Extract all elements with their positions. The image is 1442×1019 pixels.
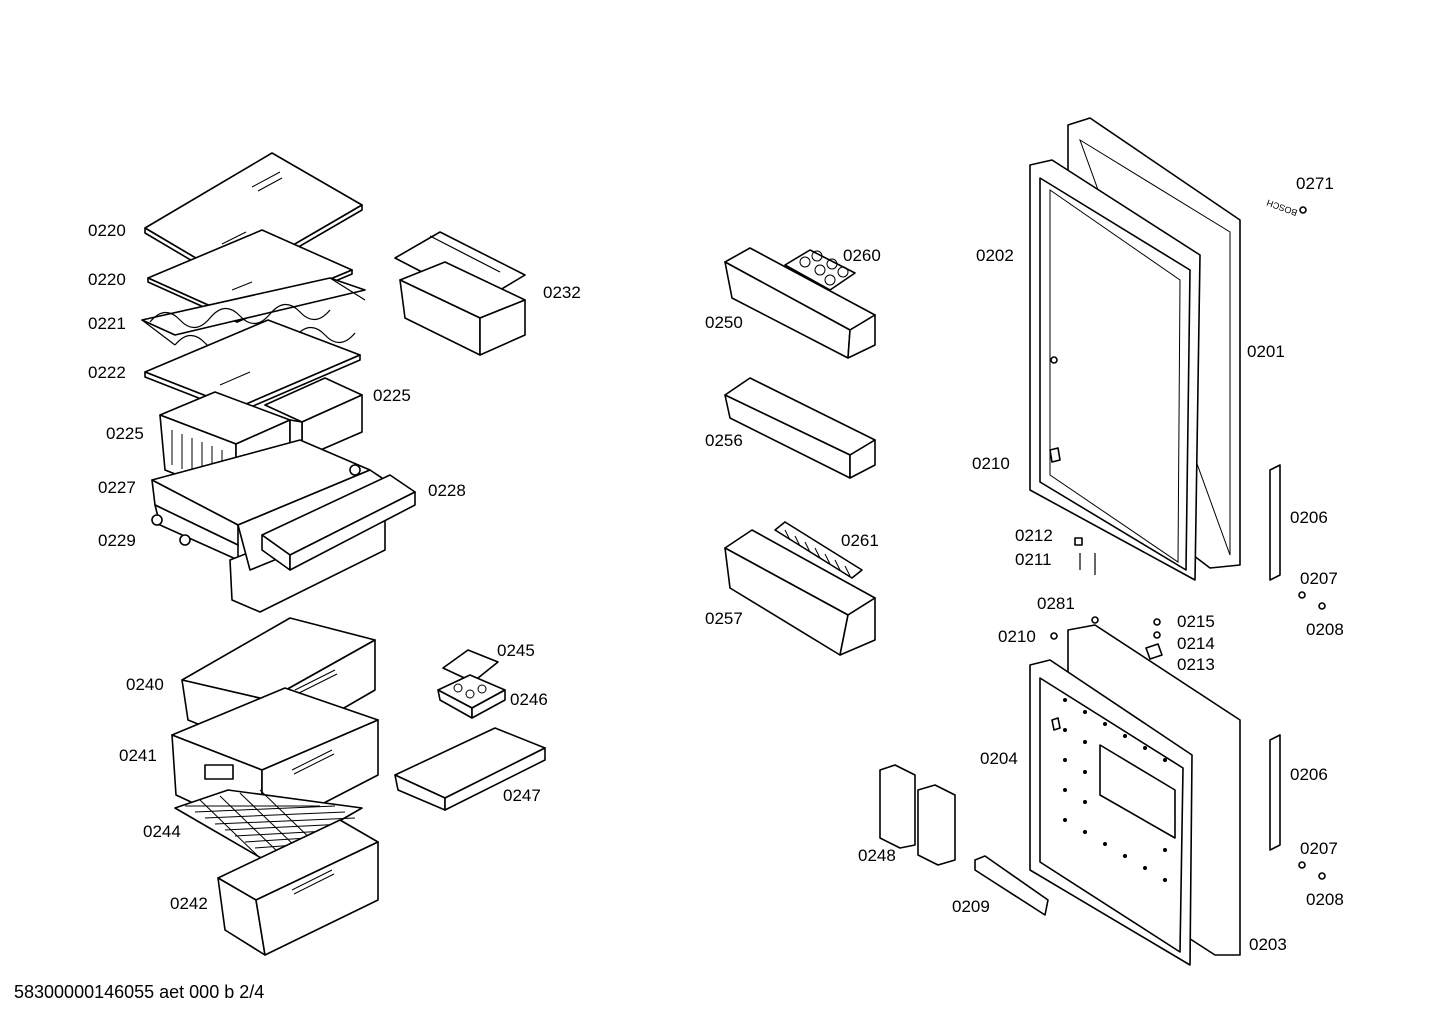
part-label-0260: 0260 xyxy=(843,246,881,265)
part-label-0207: 0207 xyxy=(1300,839,1338,858)
cold-packs-0248 xyxy=(879,764,956,866)
part-label-0257: 0257 xyxy=(705,609,743,628)
part-label-0241: 0241 xyxy=(119,746,157,765)
part-label-0261: 0261 xyxy=(841,531,879,550)
bosch-emblem-0271: BOSCH xyxy=(1265,198,1307,218)
part-label-0281: 0281 xyxy=(1037,594,1075,613)
part-label-0256: 0256 xyxy=(705,431,743,450)
bottle-holder-0261 xyxy=(774,521,863,579)
part-label-0240: 0240 xyxy=(126,675,164,694)
part-label-0210: 0210 xyxy=(972,454,1010,473)
part-label-0220: 0220 xyxy=(88,270,126,289)
part-label-0210: 0210 xyxy=(998,627,1036,646)
part-label-0214: 0214 xyxy=(1177,634,1215,653)
part-label-0207: 0207 xyxy=(1300,569,1338,588)
part-label-0208: 0208 xyxy=(1306,620,1344,639)
door-seal-0202 xyxy=(1029,159,1201,581)
part-label-0232: 0232 xyxy=(543,283,581,302)
part-label-0201: 0201 xyxy=(1247,342,1285,361)
part-label-0209: 0209 xyxy=(952,897,990,916)
bottle-rack-0221 xyxy=(141,277,366,352)
part-label-0245: 0245 xyxy=(497,641,535,660)
part-label-0206: 0206 xyxy=(1290,508,1328,527)
part-label-0213: 0213 xyxy=(1177,655,1215,674)
part-label-0203: 0203 xyxy=(1249,935,1287,954)
part-label-0242: 0242 xyxy=(170,894,208,913)
part-label-0271: 0271 xyxy=(1296,174,1334,193)
ice-cube-lid-0245 xyxy=(442,649,499,683)
part-label-0215: 0215 xyxy=(1177,612,1215,631)
part-label-0212: 0212 xyxy=(1015,526,1053,545)
part-label-0225: 0225 xyxy=(373,386,411,405)
part-label-0227: 0227 xyxy=(98,478,136,497)
svg-text:BOSCH: BOSCH xyxy=(1265,198,1299,218)
tray-0247 xyxy=(394,727,546,811)
door-shelf-0256 xyxy=(724,377,876,479)
part-label-0220: 0220 xyxy=(88,221,126,240)
drawer-0242 xyxy=(217,819,379,956)
part-label-0247: 0247 xyxy=(503,786,541,805)
part-label-0228: 0228 xyxy=(428,481,466,500)
cover-strip-0209 xyxy=(974,855,1049,916)
ice-cube-tray-0246 xyxy=(437,674,506,719)
door-shelf-0250 xyxy=(724,247,876,359)
part-label-0222: 0222 xyxy=(88,363,126,382)
part-label-0225: 0225 xyxy=(106,424,144,443)
part-label-0229: 0229 xyxy=(98,531,136,550)
shelf-box-0232 xyxy=(394,231,526,356)
freezer-door-hole-pattern xyxy=(1063,698,1167,882)
part-label-0206: 0206 xyxy=(1290,765,1328,784)
handle-0206-lower xyxy=(1269,734,1281,851)
cover-plate-0228 xyxy=(261,474,416,571)
handle-0206-upper xyxy=(1269,464,1281,581)
door-seal-0204 xyxy=(1029,659,1193,966)
part-label-0250: 0250 xyxy=(705,313,743,332)
part-label-0208: 0208 xyxy=(1306,890,1344,909)
part-label-0211: 0211 xyxy=(1015,550,1052,569)
part-label-0244: 0244 xyxy=(143,822,181,841)
part-label-0248: 0248 xyxy=(858,846,896,865)
egg-tray-0260 xyxy=(784,249,856,291)
part-label-0221: 0221 xyxy=(88,314,126,333)
part-label-0246: 0246 xyxy=(510,690,548,709)
screws-and-hinges xyxy=(1049,356,1326,880)
document-footer-id: 58300000146055 aet 000 b 2/4 xyxy=(14,982,265,1002)
part-label-0202: 0202 xyxy=(976,246,1014,265)
part-label-0204: 0204 xyxy=(980,749,1018,768)
door-shelf-0257 xyxy=(724,529,876,656)
wire-rack-0244 xyxy=(174,789,363,863)
crisper-container-0225 xyxy=(159,377,363,499)
